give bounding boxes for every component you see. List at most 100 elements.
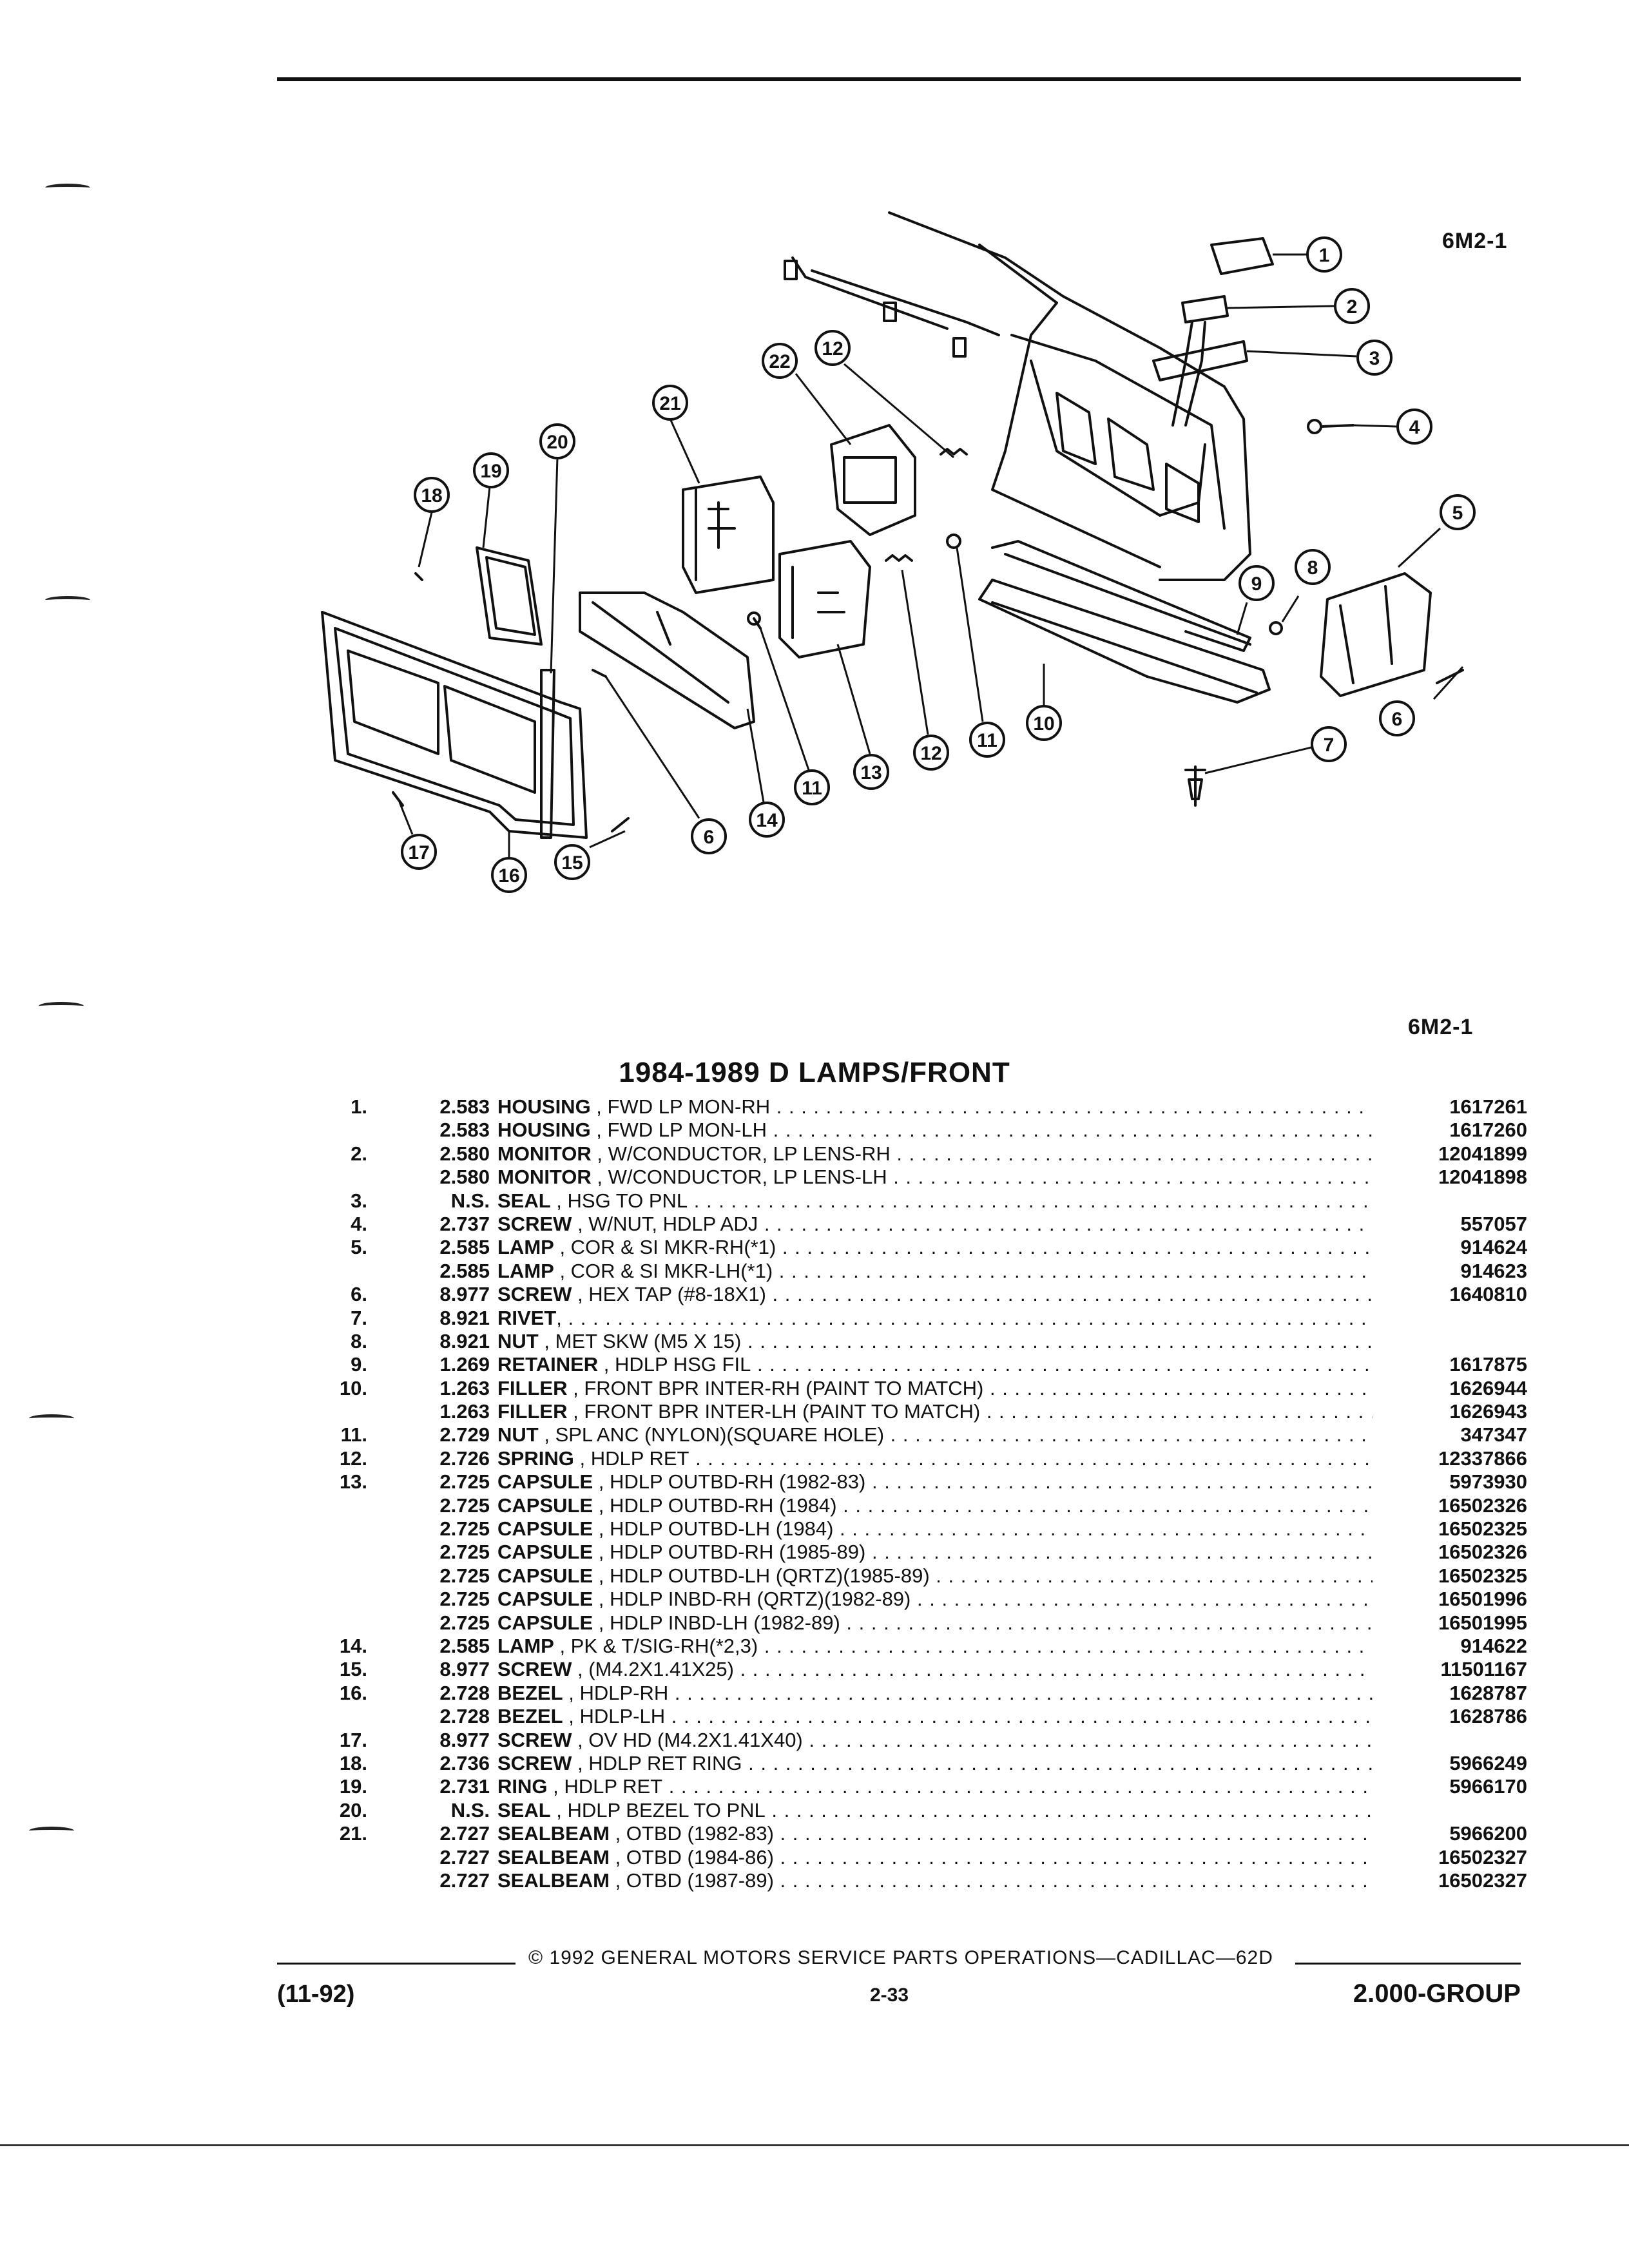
part-name: RIVET — [497, 1306, 557, 1329]
retainer-filler-drawing — [978, 540, 1271, 704]
part-detail: W/NUT, HDLP ADJ — [588, 1212, 758, 1235]
part-detail: HDLP-LH — [579, 1705, 666, 1728]
part-detail: HDLP OUTBD-LH (QRTZ)(1985-89) — [609, 1564, 930, 1587]
part-name: BEZEL — [497, 1705, 563, 1728]
group-code: 1.269 — [439, 1353, 490, 1376]
part-name-separator: , — [554, 1259, 571, 1282]
screw-drawing — [753, 617, 762, 629]
part-name-separator: , — [567, 1400, 584, 1423]
parts-list-title: 1984-1989 D LAMPS/FRONT — [619, 1057, 1010, 1088]
part-detail: HDLP INBD-RH (QRTZ)(1982-89) — [609, 1588, 911, 1611]
callout-number: 20 — [546, 432, 568, 453]
park-lamp-drawing — [579, 591, 755, 729]
part-name: CAPSULE — [497, 1611, 593, 1634]
callout-number: 19 — [480, 461, 501, 482]
callout-number: 3 — [1369, 348, 1380, 369]
group-code: 2.725 — [439, 1517, 490, 1541]
part-name-separator: , — [591, 1142, 608, 1165]
top-rule — [277, 77, 1521, 81]
group-code: 8.921 — [439, 1329, 490, 1352]
part-name: FILLER — [497, 1400, 568, 1423]
screw-drawing — [592, 669, 607, 678]
group-code: 2.728 — [439, 1681, 490, 1704]
capsule-outbd-drawing — [778, 540, 871, 658]
monitor-housing-drawing — [1152, 237, 1274, 427]
part-number: 16502326 — [1438, 1541, 1527, 1564]
part-description: RING , HDLP RET — [497, 1775, 1373, 1798]
parts-row: 3.N.S.SEAL , HSG TO PNL — [296, 1189, 1527, 1213]
part-description: CAPSULE , HDLP OUTBD-LH (1984) — [497, 1517, 1373, 1541]
part-name: NUT — [497, 1329, 539, 1352]
part-name-separator: , — [563, 1705, 580, 1728]
part-name-separator: , — [609, 1845, 626, 1869]
part-detail: HDLP OUTBD-LH (1984) — [609, 1517, 834, 1541]
part-description: CAPSULE , HDLP OUTBD-RH (1985-89) — [497, 1541, 1373, 1564]
part-number: 16501995 — [1438, 1611, 1527, 1634]
part-detail: OTBD (1984-86) — [626, 1845, 774, 1869]
part-name-separator: , — [554, 1634, 571, 1657]
copyright-notice: © 1992 GENERAL MOTORS SERVICE PARTS OPER… — [528, 1947, 1273, 1968]
group-code: 2.585 — [439, 1259, 490, 1282]
item-number: 19. — [339, 1775, 367, 1798]
spring-drawing — [885, 554, 913, 562]
group-code: 2.585 — [439, 1634, 490, 1657]
callout-number: 21 — [659, 393, 680, 414]
part-description: CAPSULE , HDLP OUTBD-RH (1984) — [497, 1494, 1373, 1517]
callout-number: 18 — [421, 485, 442, 506]
part-number: 16502327 — [1438, 1869, 1527, 1892]
group-code: N.S. — [450, 1798, 490, 1821]
part-description: RETAINER , HDLP HSG FIL — [497, 1353, 1373, 1376]
part-name-separator: , — [538, 1329, 555, 1352]
callout-number: 12 — [920, 743, 941, 764]
part-name: CAPSULE — [497, 1541, 593, 1564]
part-name-separator: , — [593, 1611, 610, 1634]
part-number: 12041898 — [1438, 1166, 1527, 1189]
part-name-separator: , — [593, 1588, 610, 1611]
item-number: 21. — [339, 1822, 367, 1845]
part-name-separator: , — [593, 1517, 610, 1541]
callout-number: 9 — [1251, 573, 1262, 595]
part-detail: OV HD (M4.2X1.41X40) — [588, 1728, 803, 1751]
part-detail: W/CONDUCTOR, LP LENS-RH — [608, 1142, 891, 1165]
group-code: 2.580 — [439, 1166, 490, 1189]
part-description: SEALBEAM , OTBD (1984-86) — [497, 1846, 1373, 1869]
part-name-separator: , — [598, 1353, 615, 1376]
diagram-page-ref: 6M2-1 — [1442, 229, 1508, 253]
part-detail: OTBD (1982-83) — [626, 1822, 774, 1845]
group-code: 2.731 — [439, 1775, 490, 1798]
part-description: FILLER , FRONT BPR INTER-RH (PAINT TO MA… — [497, 1377, 1373, 1400]
part-name: SEAL — [497, 1189, 551, 1212]
part-name-separator: , — [547, 1775, 564, 1798]
part-name-separator: , — [563, 1681, 580, 1704]
revision-date: (11-92) — [277, 1981, 355, 2008]
capsule-inbd-drawing — [830, 424, 916, 536]
part-name: CAPSULE — [497, 1588, 593, 1611]
group-code: 1.263 — [439, 1376, 490, 1399]
callout-number: 11 — [977, 730, 998, 751]
part-name: LAMP — [497, 1236, 554, 1259]
part-number: 16502326 — [1438, 1494, 1527, 1517]
part-description: FILLER , FRONT BPR INTER-LH (PAINT TO MA… — [497, 1400, 1373, 1423]
callout-number: 6 — [1392, 709, 1403, 730]
part-detail: HDLP OUTBD-RH (1982-83) — [609, 1470, 866, 1494]
part-description: SCREW , HDLP RET RING — [497, 1752, 1373, 1775]
item-number: 12. — [339, 1446, 367, 1470]
part-description: NUT , MET SKW (M5 X 15) — [497, 1330, 1373, 1353]
part-detail: HDLP BEZEL TO PNL — [567, 1798, 766, 1821]
part-name: LAMP — [497, 1634, 554, 1657]
part-name: SCREW — [497, 1751, 572, 1774]
part-description: BEZEL , HDLP-LH — [497, 1705, 1373, 1728]
